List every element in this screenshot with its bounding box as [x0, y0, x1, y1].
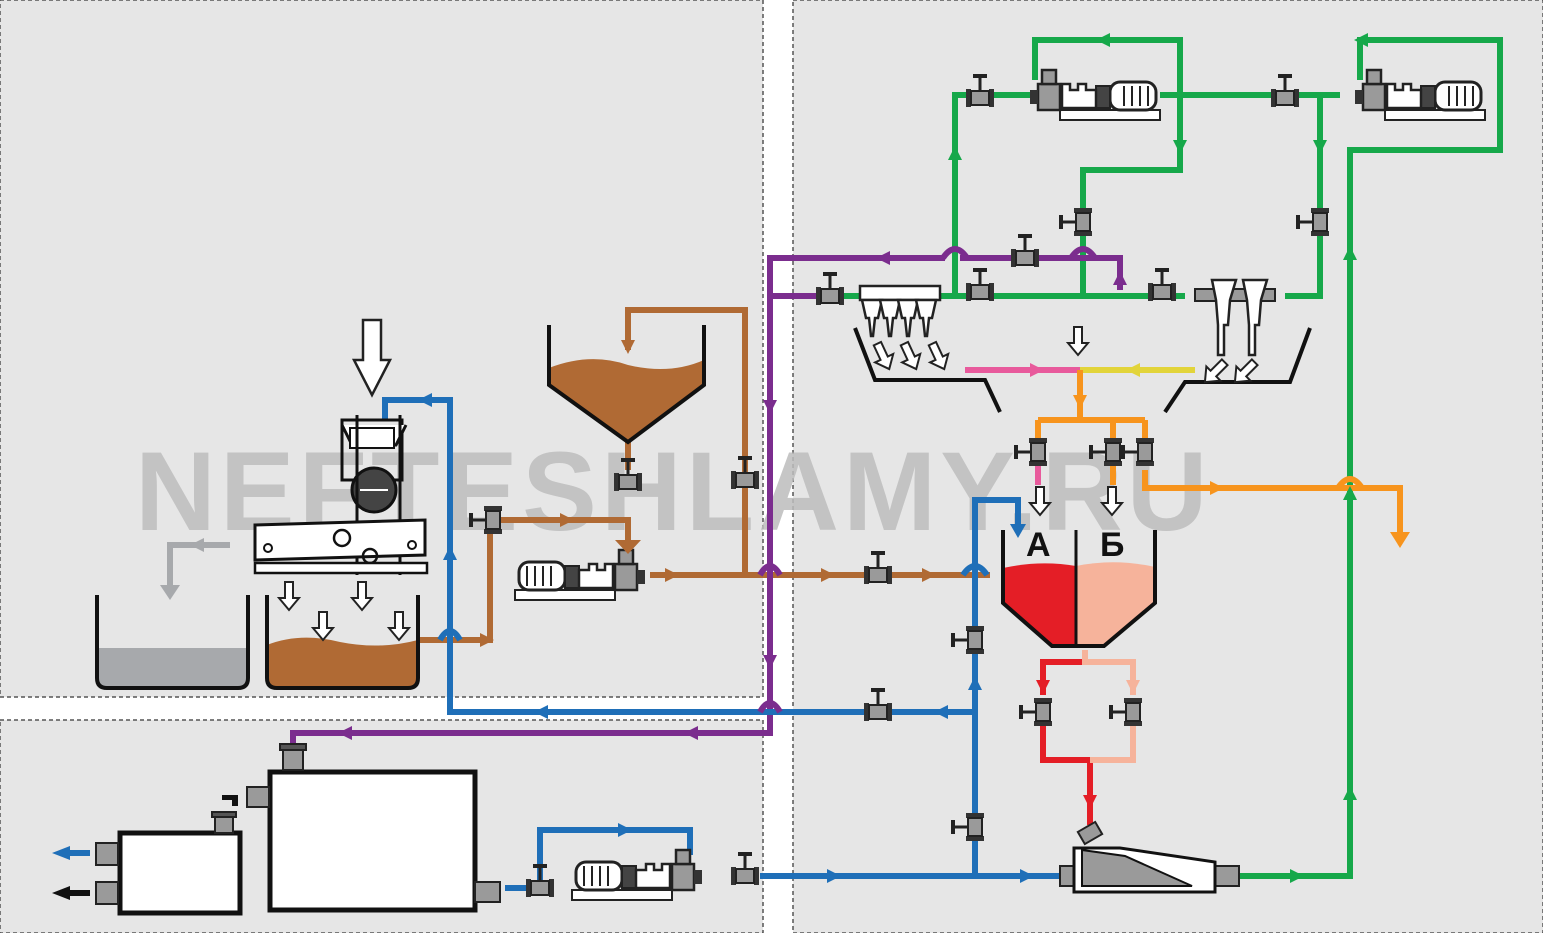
- gray-outflow-line: [167, 542, 230, 585]
- pipe-crossovers: [437, 246, 1365, 714]
- elbow-fitting: [222, 795, 238, 806]
- sludge-tank-brown: [265, 595, 420, 690]
- decanter-centrifuge: [1059, 820, 1240, 894]
- settling-tank-gray: [95, 595, 250, 690]
- hydrocyclone-battery-left: [858, 284, 942, 338]
- mixing-tank-ab: А Б: [1001, 526, 1157, 648]
- hydrocyclone-battery-right: [1194, 278, 1276, 357]
- flow-arrows: [52, 33, 1410, 900]
- storage-tank-large: [267, 769, 478, 913]
- tank-drain-lines: [1040, 650, 1136, 825]
- gray-arrow-icon: [160, 585, 180, 600]
- tank-nozzles: [95, 743, 501, 905]
- feed-inlet-arrow-icon: [351, 318, 393, 398]
- storage-tank-small: [117, 830, 243, 916]
- conical-hopper: [547, 325, 706, 445]
- panel-separation: [792, 0, 1543, 933]
- tank-label-b: Б: [1100, 526, 1124, 564]
- tank-label-a: А: [1026, 526, 1051, 564]
- vibrating-screen: [253, 415, 429, 575]
